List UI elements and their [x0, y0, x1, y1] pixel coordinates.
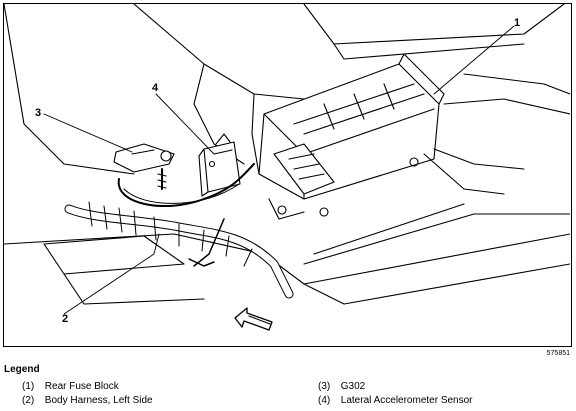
legend-item-number: (1): [22, 381, 35, 392]
legend-item-number: (2): [22, 395, 35, 406]
body-harness-left-side: [64, 163, 294, 299]
legend-item-label: Body Harness, Left Side: [44, 395, 153, 406]
callout-2: 2: [62, 313, 69, 325]
front-direction-arrow: [234, 307, 273, 331]
vehicle-illustration: [4, 4, 570, 331]
leader-line-3: [43, 113, 133, 153]
figure-id: 575851: [546, 350, 570, 357]
leader-line-1: [433, 25, 515, 95]
rear-fuse-block: [258, 53, 525, 220]
leader-line-4: [155, 93, 215, 155]
legend-item-rear-fuse-block: (1) Rear Fuse Block: [22, 381, 119, 392]
legend-title: Legend: [4, 364, 40, 375]
leader-line-2: [63, 233, 160, 315]
legend-item-label: Rear Fuse Block: [44, 381, 119, 392]
legend-item-label: Lateral Accelerometer Sensor: [340, 395, 473, 406]
diagram-frame: 1 2 3 4: [3, 3, 572, 347]
callout-3: 3: [35, 107, 42, 119]
callout-4: 4: [152, 82, 159, 94]
legend-item-number: (3): [318, 381, 331, 392]
callout-1: 1: [514, 17, 521, 29]
legend-item-body-harness: (2) Body Harness, Left Side: [22, 395, 153, 406]
legend-item-g302: (3) G302: [318, 381, 365, 392]
g302-ground: [113, 143, 175, 190]
legend-item-number: (4): [318, 395, 331, 406]
legend-item-label: G302: [340, 381, 366, 392]
lateral-accelerometer-sensor: [198, 133, 241, 197]
legend-item-lateral-accelerometer-sensor: (4) Lateral Accelerometer Sensor: [318, 395, 473, 406]
